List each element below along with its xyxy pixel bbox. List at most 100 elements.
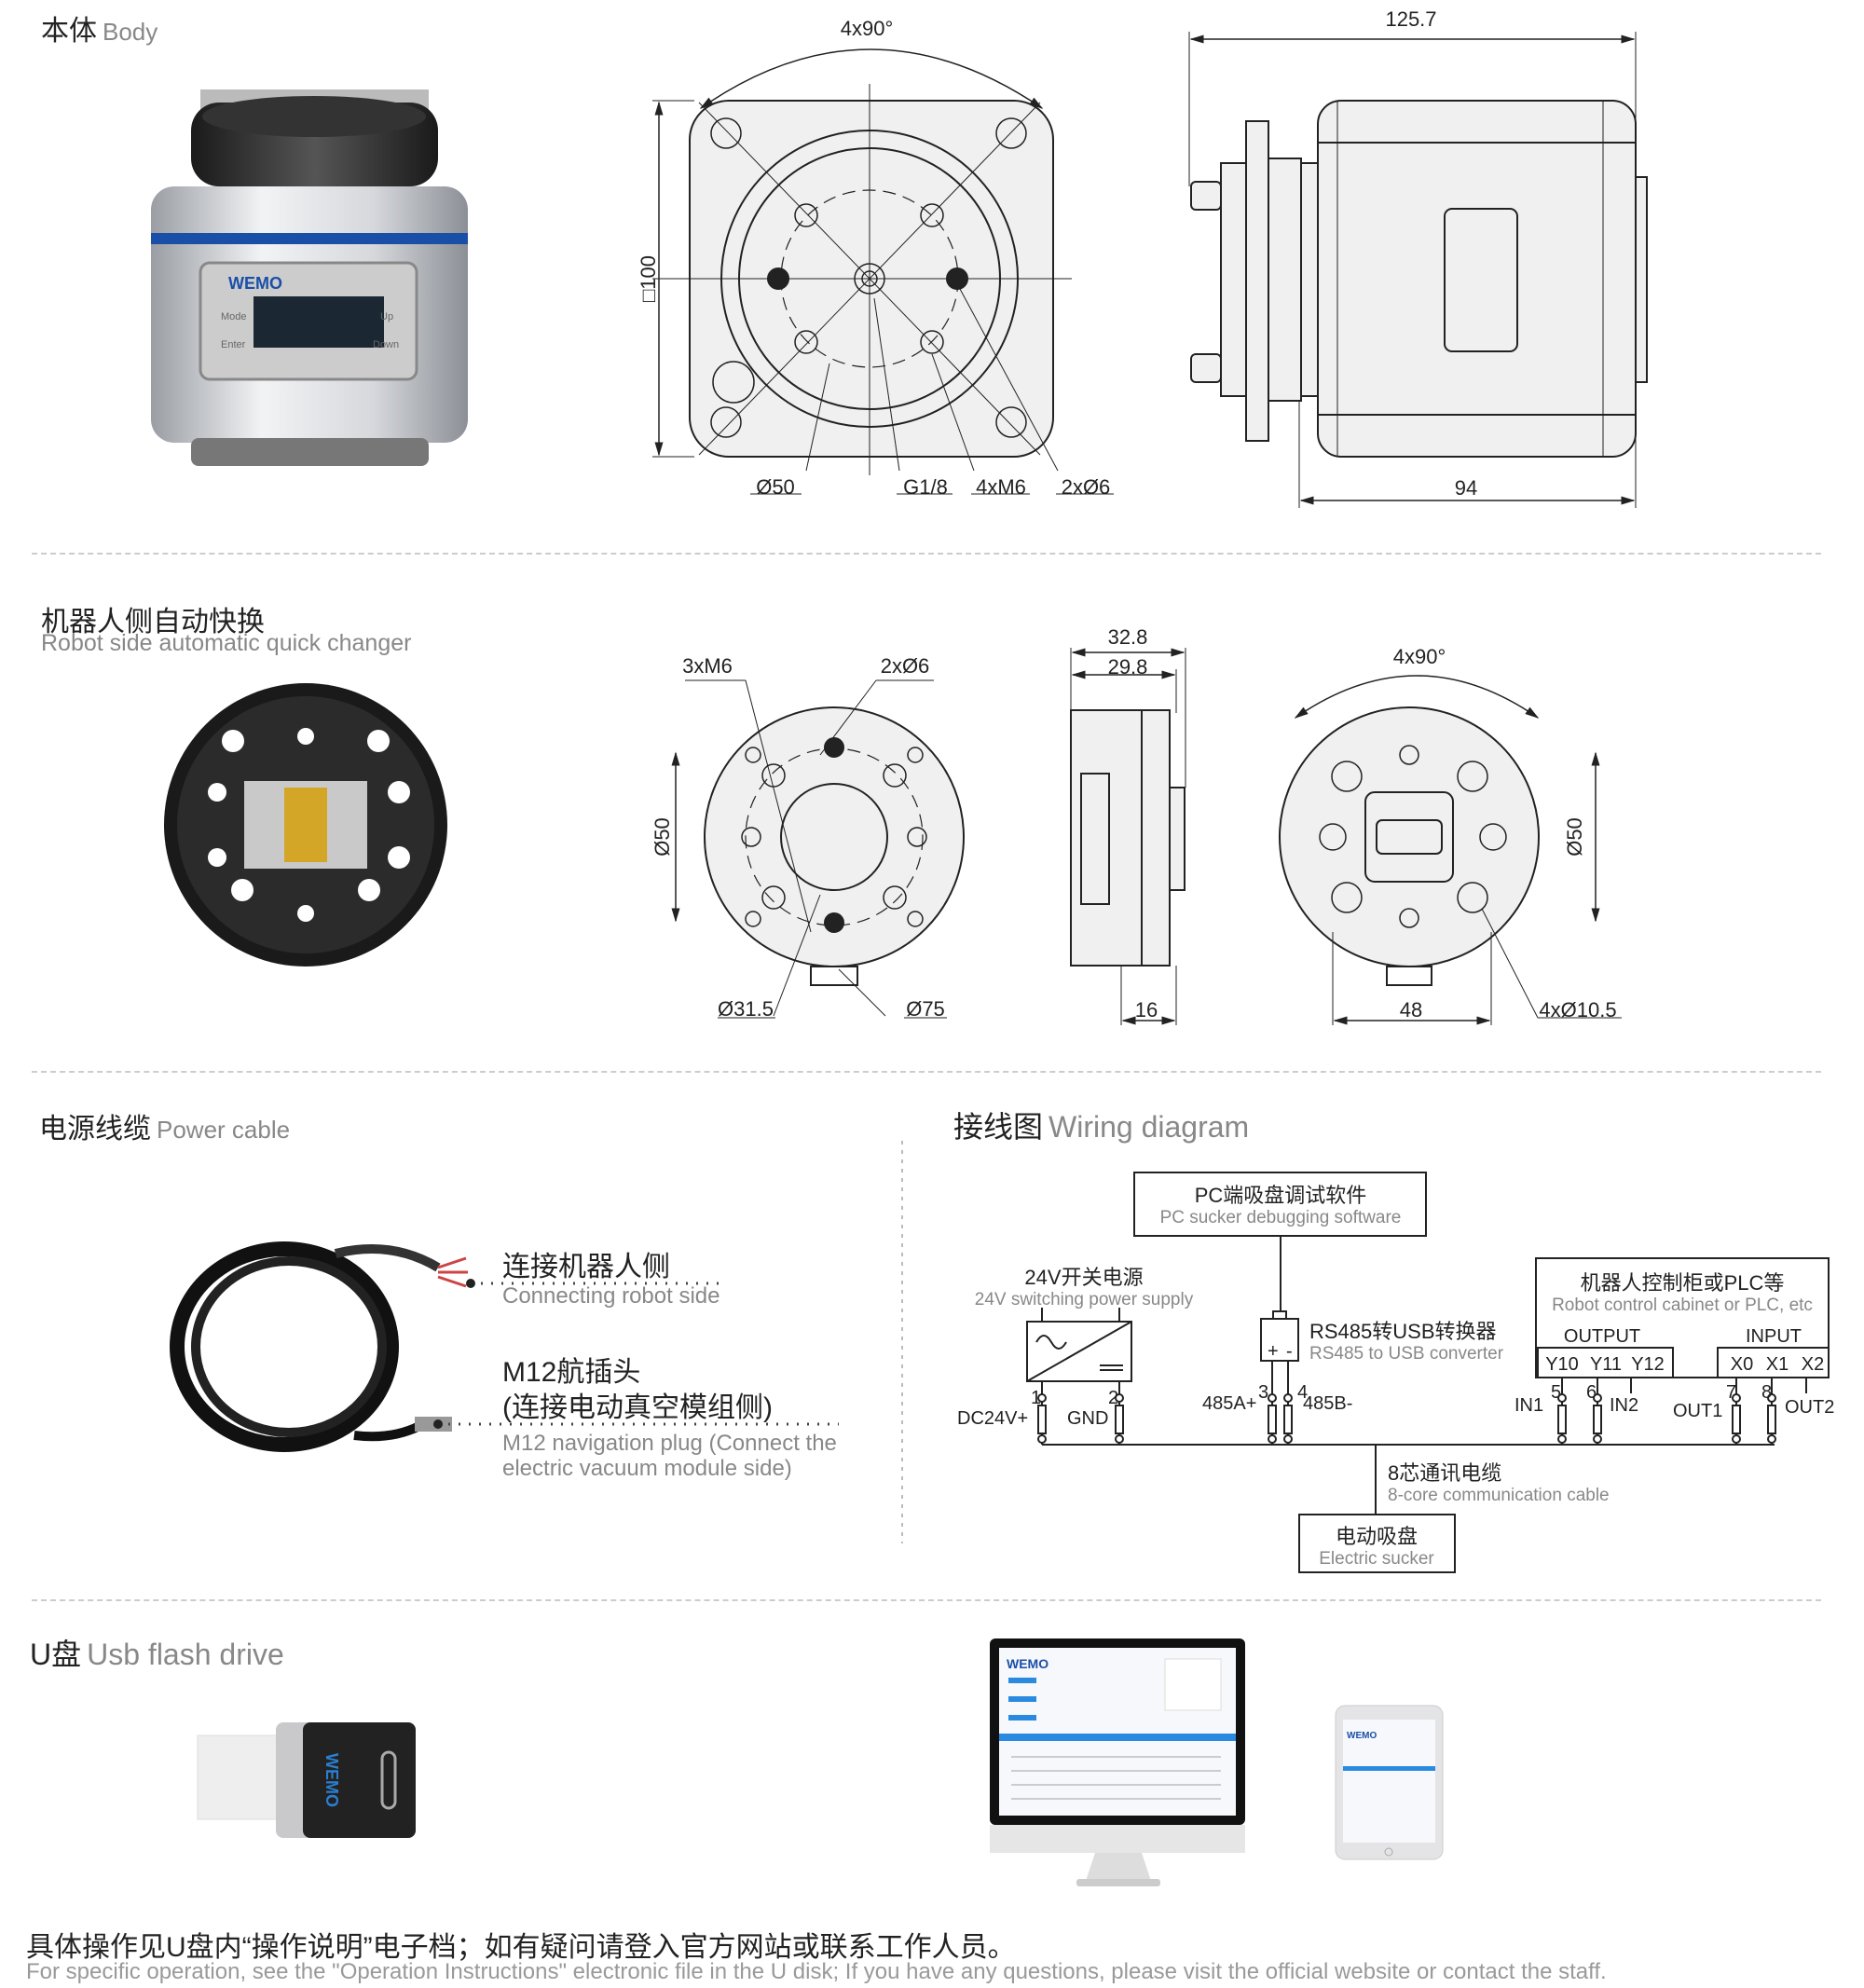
output-label: OUTPUT — [1564, 1326, 1640, 1347]
title-en: Power cable — [157, 1116, 291, 1144]
title-zh: 电源线缆 — [39, 1114, 151, 1145]
dim-side: □100 — [637, 255, 660, 302]
pin-label: IN1 — [1514, 1395, 1543, 1416]
title-en: Wiring diagram — [1048, 1110, 1250, 1144]
pin-label: 485A+ — [1202, 1393, 1256, 1414]
dim-2xd6: 2xØ6 — [881, 654, 930, 678]
dim-d75: Ø75 — [906, 997, 945, 1021]
cable-m12-label-en: M12 navigation plug (Connect the — [502, 1431, 837, 1456]
body-front-view-drawing — [652, 48, 1114, 495]
dim-16: 16 — [1135, 998, 1158, 1021]
wiring-diagram — [1026, 1172, 1830, 1573]
dim-m6: 4xM6 — [976, 475, 1026, 499]
robot-cabinet-box — [1535, 1257, 1830, 1378]
cable-robot-label-en: Connecting robot side — [502, 1283, 720, 1309]
pin-number: 5 — [1551, 1382, 1561, 1403]
terminal-3 — [1268, 1361, 1277, 1445]
dim-d50: Ø50 — [756, 475, 795, 499]
sucker-label-zh: 电动吸盘 — [1336, 1525, 1418, 1548]
footer-note-zh: 具体操作见U盘内“操作说明”电子档；如有疑问请登入官方网站或联系工作人员。 — [26, 1932, 1016, 1963]
monitor-logo: WEMO — [1007, 1656, 1048, 1671]
cable-label-zh: 8芯通讯电缆 — [1388, 1461, 1501, 1485]
title-zh: U盘 — [30, 1638, 82, 1671]
title-en: Usb flash drive — [87, 1638, 284, 1671]
title-zh: 本体 — [41, 16, 97, 47]
converter-label-en: RS485 to USB converter — [1309, 1344, 1504, 1364]
pin-number: 1 — [1031, 1388, 1041, 1408]
pin-number: 3 — [1258, 1382, 1268, 1403]
photo-mode-label: Mode — [221, 311, 247, 322]
footer-note-en: For specific operation, see the "Operati… — [26, 1959, 1607, 1984]
pin-number: 4 — [1297, 1382, 1308, 1403]
robot-label-en: Robot control cabinet or PLC, etc — [1552, 1296, 1813, 1315]
terminal-x0: X0 — [1731, 1354, 1753, 1375]
converter-plus: + — [1268, 1341, 1279, 1362]
cable-m12-label-zh2: (连接电动真空模组侧) — [502, 1392, 773, 1423]
cable-m12-label-en2: electric vacuum module side) — [502, 1456, 792, 1481]
cable-leader-lines — [438, 1282, 839, 1426]
section-title-changer: 机器人侧自动快换 — [41, 598, 265, 639]
terminal-y12: Y12 — [1631, 1354, 1665, 1375]
terminal-1 — [1037, 1381, 1047, 1445]
terminal-x1: X1 — [1766, 1354, 1789, 1375]
cable-robot-label-zh: 连接机器人侧 — [502, 1252, 670, 1282]
converter-minus: - — [1286, 1341, 1293, 1362]
title-en: Body — [103, 18, 158, 46]
pin-label: DC24V+ — [957, 1408, 1028, 1429]
terminal-8 — [1767, 1378, 1776, 1445]
terminal-x2: X2 — [1802, 1354, 1824, 1375]
tablet-logo: WEMO — [1347, 1731, 1377, 1741]
input-label: INPUT — [1746, 1326, 1802, 1347]
pin-label: OUT2 — [1785, 1397, 1834, 1418]
dim-body: 94 — [1455, 476, 1477, 500]
dim-angle: 4x90° — [841, 17, 894, 40]
converter-label-zh: RS485转USB转换器 — [1309, 1320, 1497, 1343]
tablet-screenshot: WEMO — [1335, 1705, 1444, 1860]
dim-d315: Ø31.5 — [718, 997, 774, 1021]
terminal-y11: Y11 — [1590, 1354, 1622, 1375]
pin-label: IN2 — [1610, 1395, 1638, 1416]
dim-328: 32.8 — [1108, 625, 1148, 649]
divider — [32, 553, 1821, 555]
pc-label-zh: PC端吸盘调试软件 — [1195, 1184, 1367, 1207]
divider — [32, 1071, 1821, 1073]
photo-enter-label: Enter — [221, 339, 246, 350]
terminal-6 — [1593, 1378, 1602, 1445]
terminal-7 — [1732, 1378, 1741, 1445]
body-product-photo: WEMO Mode Enter Up Down — [151, 89, 468, 466]
dim-length: 125.7 — [1385, 7, 1436, 31]
terminal-5 — [1557, 1378, 1567, 1445]
electric-sucker-box — [1298, 1514, 1456, 1573]
title-zh: 接线图 — [953, 1110, 1044, 1144]
power-label-en: 24V switching power supply — [975, 1290, 1194, 1309]
pin-number: 6 — [1586, 1382, 1597, 1403]
changer-product-photo — [164, 683, 447, 967]
terminal-4 — [1283, 1361, 1293, 1445]
terminal-2 — [1115, 1381, 1124, 1445]
dim-d6: 2xØ6 — [1062, 475, 1111, 499]
changer-back-drawing — [1279, 675, 1622, 1025]
cable-label-en: 8-core communication cable — [1388, 1486, 1610, 1505]
sucker-label-en: Electric sucker — [1319, 1549, 1434, 1569]
changer-side-drawing — [1070, 648, 1186, 1025]
photo-logo: WEMO — [228, 274, 282, 293]
divider — [32, 1599, 1821, 1601]
pin-label: GND — [1067, 1408, 1108, 1429]
photo-up-label: Up — [380, 311, 393, 322]
dim-angle2: 4x90° — [1393, 645, 1446, 668]
power-label-zh: 24V开关电源 — [1024, 1266, 1143, 1289]
usb-drive-photo: WEMO — [197, 1722, 416, 1838]
robot-label-zh: 机器人控制柜或PLC等 — [1581, 1271, 1785, 1295]
dim-g18: G1/8 — [903, 475, 948, 499]
dim-3xm6: 3xM6 — [682, 654, 733, 678]
dim-d50: Ø50 — [651, 817, 674, 857]
pin-number: 8 — [1761, 1382, 1772, 1403]
dim-d105: 4xØ10.5 — [1539, 998, 1616, 1021]
usb-logo: WEMO — [322, 1753, 341, 1807]
pin-label: 485B- — [1303, 1393, 1352, 1414]
dim-298: 29.8 — [1108, 655, 1148, 679]
